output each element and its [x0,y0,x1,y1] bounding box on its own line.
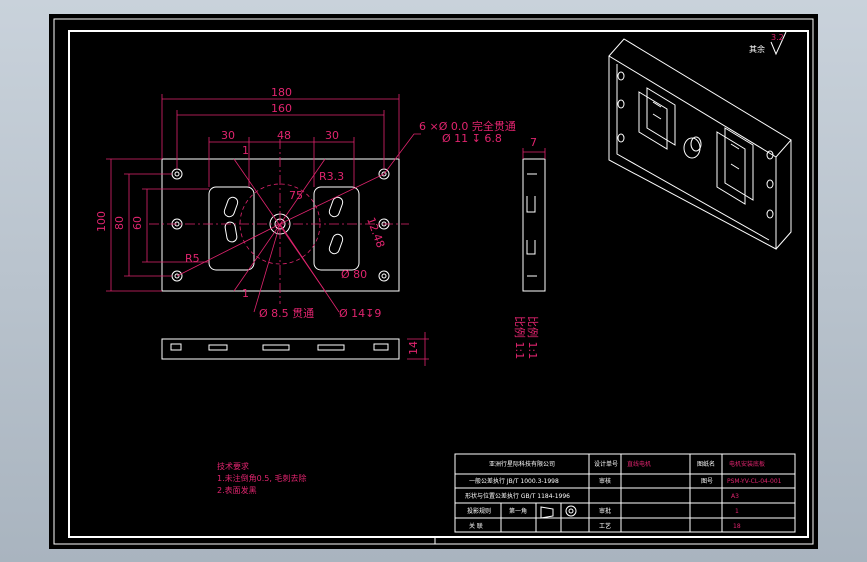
dim-100: 100 [95,211,108,232]
dim-dia14: Ø 14↧9 [339,307,381,320]
roughness-label: 其余 [749,44,765,54]
tech-line-2: 2.表面发黑 [217,485,257,495]
tb-col-val-1: 直线电机 [627,460,651,468]
tb-col-val-8: 1 [735,508,739,515]
dim-80: 80 [113,216,126,230]
side-view: 7 比例 1:1 比例 1:1 [513,136,546,359]
left-pocket [208,186,255,271]
dim-30-right: 30 [325,129,339,142]
dim-48: 48 [277,129,291,142]
plate-outline [161,158,400,292]
tb-row-4b: 第一角 [509,507,527,515]
title-block: 亚洲行星际科技有限公司 一般公差执行 JB/T 1000.3-1998 形状与位… [454,453,796,533]
inner-frame [68,30,809,538]
tb-row-3: 形状与位置公差执行 GB/T 1184-1996 [465,492,570,500]
side-caption-2: 比例 1:1 [513,316,527,359]
tb-col-label-1: 设计单号 [594,460,618,468]
dim-dia85: Ø 8.5 贯通 [259,307,314,320]
dim-160: 160 [271,102,292,115]
cad-drawing: 180 160 30 48 30 100 80 60 6 ×Ø 0.0 完全贯通… [53,18,814,545]
dim-75: 75 [289,189,303,202]
dim-180: 180 [271,86,292,99]
dim-14: 14 [407,341,420,355]
hole-note-a: 6 ×Ø 0.0 完全贯通 [419,119,516,133]
roughness-value: 3.2 [771,33,784,42]
tech-title: 技术要求 [217,461,249,471]
tb-col-label-2: 审核 [599,477,611,485]
dim-1-bottom: 1 [242,287,249,300]
tb-row-4a: 投影规则 [467,507,491,515]
bottom-view: 14 [161,332,429,366]
dim-60: 60 [131,216,144,230]
roughness-symbol: 其余 3.2 [749,31,787,56]
tb-col-label-5: 图纸名 [697,460,715,468]
tb-col-label-4: 工艺 [599,522,611,530]
dim-1-top: 1 [242,144,249,157]
tb-company: 亚洲行星际科技有限公司 [489,460,555,468]
dim-r33: R3.3 [319,170,344,183]
tb-col-label-3: 审批 [599,507,611,515]
front-dimensions: 180 160 30 48 30 100 80 60 6 ×Ø 0.0 完全贯通… [95,86,516,320]
tb-col-val-7: A3 [731,493,739,500]
dim-r5: R5 [185,252,200,265]
tb-row-2: 一般公差执行 JB/T 1000.3-1998 [469,477,559,485]
dim-7: 7 [530,136,537,149]
projection-symbol [540,505,577,519]
dim-dia80: Ø 80 [341,268,367,281]
hole-note-b: Ø 11 ↧ 6.8 [442,132,502,145]
dim-30-left: 30 [221,129,235,142]
isometric-view [608,38,792,250]
tech-line-1: 1.未注倒角0.5, 毛刺去除 [217,473,306,483]
tb-col-val-5: 电机安装底板 [729,460,765,468]
tb-row-5a: 关 联 [469,522,483,530]
tb-col-val-9: 18 [733,523,741,530]
dim-12-48: 12.48 [364,216,387,250]
tb-col-label-6: 图号 [701,478,713,485]
drawing-sheet: 180 160 30 48 30 100 80 60 6 ×Ø 0.0 完全贯通… [49,14,818,549]
tech-requirements: 技术要求 1.未注倒角0.5, 毛刺去除 2.表面发黑 [217,461,306,495]
outer-frame [53,18,814,545]
tb-col-val-6: PSM-YV-CL-04-001 [727,478,782,485]
right-pocket [313,186,360,271]
side-caption-1: 比例 1:1 [526,316,540,359]
